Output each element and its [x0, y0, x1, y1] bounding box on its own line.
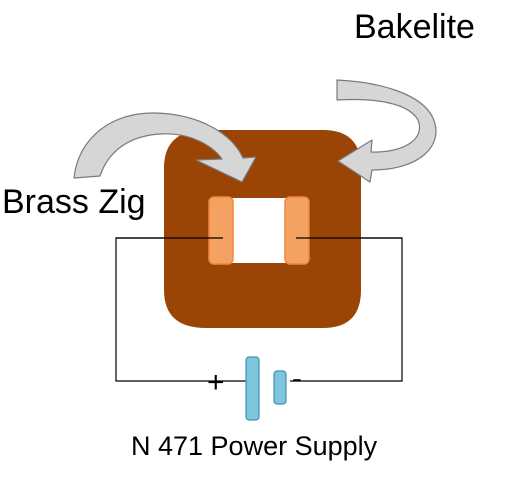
brass-contact-right: [284, 196, 310, 265]
bakelite-block: [164, 130, 361, 328]
battery-icon: [245, 356, 287, 421]
negative-terminal-label: -: [292, 362, 302, 395]
bakelite-label: Bakelite: [354, 8, 475, 46]
curved-arrow-icon: [73, 112, 257, 183]
positive-terminal-label: +: [207, 366, 225, 399]
brass-contact-left: [208, 196, 234, 265]
battery-long-plate: [245, 356, 260, 421]
battery-short-plate: [273, 370, 287, 405]
curved-arrow-icon: [336, 79, 437, 183]
power-supply-label: N 471 Power Supply: [131, 431, 378, 461]
brass-zig-label: Brass Zig: [2, 183, 146, 221]
